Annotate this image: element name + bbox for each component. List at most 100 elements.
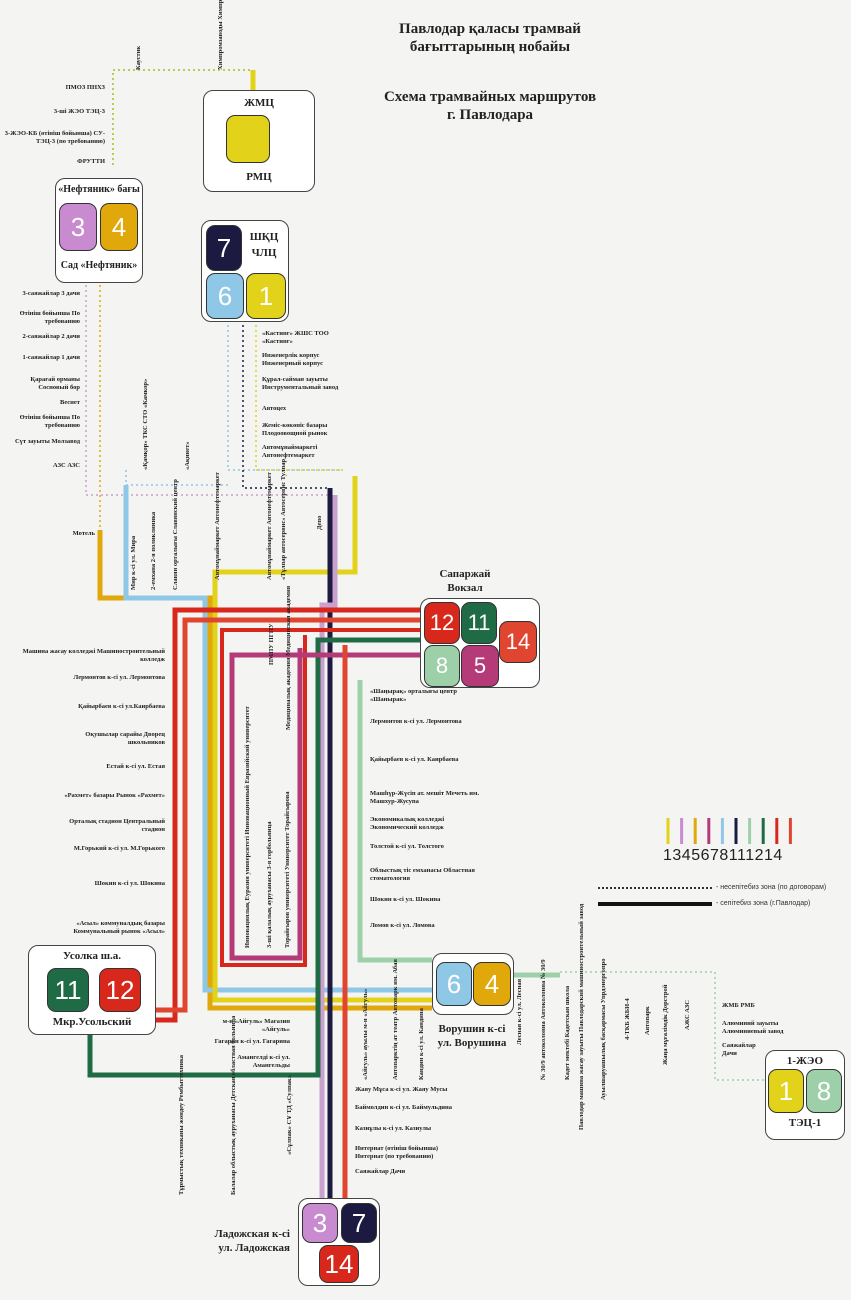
stop-lm-4: Оқушылар сарайы Дворец школьников	[85, 731, 165, 746]
terminal-zhmc: ЖМЦ РМЦ	[203, 90, 315, 192]
terminal-vorushina-ru: ул. Ворушина	[437, 1037, 507, 1049]
stop-lm-0: Мотель	[72, 530, 95, 537]
stop-rm-7: Шокин к-сі ул. Шокина	[370, 896, 441, 903]
terminal-tec1-kz: 1-ЖЭО	[786, 1055, 824, 1067]
terminal-chlc-kz: ШҚЦ	[249, 231, 279, 243]
stop-bl-1: Гагарин к-сі ул. Гагарина	[214, 1038, 290, 1045]
terminal-neftyanik: «Нефтяник» бағы 3 4 Сад «Нефтяник»	[55, 178, 143, 283]
terminal-ladozh-ru: ул. Ладожская	[218, 1242, 290, 1254]
title-ru: Схема трамвайных маршрутов г. Павлодара	[383, 89, 597, 123]
stop-lm-8: М.Горький к-сі ул. М.Горького	[73, 845, 165, 852]
stop-lb-2: 2-саяжайлар 2 дачи	[22, 333, 80, 340]
route-badge-12b: 12	[99, 968, 141, 1012]
stop-rm-8: Ломов к-сі ул. Ломова	[370, 922, 435, 929]
terminal-chlc-ru: ЧЛЦ	[251, 247, 277, 259]
stop-lb-7: Сүт зауыты Молзавод	[14, 438, 80, 445]
route-badge-8b: 8	[806, 1069, 842, 1113]
route-badge-1: 1	[246, 273, 286, 319]
stop-bl-0: м-н «Айгуль» Магазин «Айгуль»	[222, 1018, 290, 1033]
route-badge-zhmc	[226, 115, 270, 163]
stop-e-10: Алюминий зауыты Алюминиевый завод	[722, 1020, 784, 1035]
route-badge-5: 5	[461, 645, 499, 687]
route-badge-3b: 3	[302, 1203, 338, 1243]
stop-lm-10: «Асыл» коммуналдық базары Коммунальный р…	[73, 920, 165, 935]
stop-lm-9: Шокин к-сі ул. Шокина	[94, 880, 165, 887]
terminal-vokzal-ru: Вокзал	[447, 582, 483, 594]
stop-br-2: Казиұлы к-сі ул. Казиулы	[355, 1125, 432, 1132]
terminal-neftyanik-kz: «Нефтяник» бағы	[58, 184, 140, 195]
legend-dotted-label: - несепітебиз зона (по договорам)	[716, 884, 827, 891]
stop-br-1: Баймолдин к-сі ул. Баймульдина	[355, 1104, 452, 1111]
route-badge-11b: 11	[47, 968, 89, 1012]
terminal-usolka: Усолка ш.а. 11 12 Мкр.Усольский	[28, 945, 156, 1035]
terminal-zhmc-kz: ЖМЦ	[244, 97, 274, 109]
route-badge-4b: 4	[473, 962, 511, 1006]
stop-lb-5: Веснет	[59, 399, 80, 406]
stop-rm-1: Лермонтов к-сі ул. Лермонтова	[370, 718, 462, 725]
route-badge-14b: 14	[319, 1245, 359, 1283]
stop-su-tec3: 3-ЖЭО-КБ (өтініш бойынша) СУ-ТЭЦ-3 (по т…	[4, 130, 105, 145]
stop-rm-4: Экономикалық колледжі Экономический колл…	[370, 816, 445, 831]
stop-rb-5: Автомұнаймаркеті Автонефтемаркет	[262, 444, 318, 459]
stop-rb-3: Автоцех	[262, 405, 287, 412]
stop-e-11: Саяжайлар Дачи	[722, 1042, 756, 1057]
terminal-tec1-ru: ТЭЦ-1	[788, 1117, 822, 1129]
route-badge-8: 8	[424, 645, 460, 687]
route-badge-6: 6	[206, 273, 244, 319]
terminal-ladozh: 3 7 14	[298, 1198, 380, 1286]
stop-lb-0: 3-саяжайлар 3 дачи	[22, 290, 80, 297]
terminal-neftyanik-ru: Сад «Нефтяник»	[60, 260, 138, 271]
stop-lb-4: Қарағай орманы Сосновый бор	[30, 376, 80, 391]
route-badge-3: 3	[59, 203, 97, 251]
stop-rm-0: «Шаңырақ» орталығы центр «Шанырак»	[370, 688, 457, 703]
stop-rb-4: Жеміс-көкөніс базары Плодоовощной рынок	[262, 422, 328, 437]
stop-pmz: ПМОЗ ПНХЗ	[65, 84, 105, 91]
terminal-ladozh-kz: Ладожская к-сі	[214, 1228, 290, 1240]
stop-lm-3: Қайырбаев к-сі ул.Каирбаева	[78, 703, 165, 710]
terminal-zhmc-ru: РМЦ	[246, 171, 272, 183]
title-kz: Павлодар қаласы трамвай бағыттарының ноб…	[399, 21, 581, 55]
stop-lm-1: Машина жасау колледжі Машиностроительный…	[22, 648, 165, 663]
stop-rm-5: Толстой к-сі ул. Толстого	[370, 843, 444, 850]
route-badge-6b: 6	[436, 962, 472, 1006]
stop-br-3: Интернат (өтініш бойынша) Интернат (по т…	[355, 1145, 439, 1160]
stop-rb-1: Инженерлік корпус Инженерный корпус	[262, 352, 323, 367]
stop-lb-1: Өтініш бойынша По требованию	[19, 310, 80, 325]
terminal-tec1: 1-ЖЭО 1 8 ТЭЦ-1	[765, 1050, 845, 1140]
terminal-vorushina-kz: Ворушин к-сі	[438, 1023, 506, 1035]
terminal-usolka-ru: Мкр.Усольский	[52, 1016, 132, 1028]
stop-rm-6: Облыстық тіс емханасы Областная стоматол…	[370, 867, 475, 882]
stop-lb-3: 1-саяжайлар 1 дачи	[22, 354, 80, 361]
legend-numbers: 1345678111214	[663, 847, 783, 864]
route-badge-11: 11	[461, 602, 497, 644]
route-badge-12: 12	[424, 602, 460, 644]
stop-br-0: Жаяу Мұса к-сі ул. Жаяу Мусы	[355, 1086, 448, 1093]
route-badge-7: 7	[206, 225, 242, 271]
line-top-dotted	[112, 69, 250, 165]
route-badge-4: 4	[100, 203, 138, 251]
route-badge-14: 14	[499, 621, 537, 663]
stop-lm-7: Орталық стадион Центральный стадион	[69, 818, 165, 833]
stop-lm-6: «Рахмет» базары Рынок «Рахмет»	[64, 792, 165, 799]
terminal-vorushina: 6 4	[432, 953, 514, 1015]
stop-e-9: ЖМБ РМБ	[722, 1002, 755, 1009]
line-left-dotted-3	[85, 285, 330, 496]
stop-br-4: Саяжайлар Дачи	[355, 1168, 406, 1175]
stop-rm-2: Қайырбаев к-сі ул. Каирбаева	[370, 756, 459, 763]
terminal-vokzal: 12 11 14 8 5	[420, 598, 540, 688]
stop-tec3: 3-ші ЖЭО ТЭЦ-3	[53, 108, 105, 115]
stop-rb-0: «Кастинг» ЖШС ТОО «Кастинг»	[262, 330, 329, 345]
terminal-vokzal-kz: Сапаржай	[439, 568, 491, 580]
route-badge-1b: 1	[768, 1069, 804, 1113]
stop-frutti: ФРУТТИ	[77, 158, 105, 165]
route-badge-7b: 7	[341, 1203, 377, 1243]
legend-solid-label: - сепітебиз зона (г.Павлодар)	[716, 900, 811, 907]
stop-lm-2: Лермонтов к-сі ул. Лермонтова	[73, 674, 165, 681]
stop-rm-3: Машһүр-Жүсіп ат. мешіт Мечеть им. Машхур…	[370, 790, 480, 805]
stop-lb-6: Өтініш бойынша По требованию	[19, 414, 80, 429]
terminal-chlc: 7 ШҚЦ ЧЛЦ 6 1	[201, 220, 289, 322]
